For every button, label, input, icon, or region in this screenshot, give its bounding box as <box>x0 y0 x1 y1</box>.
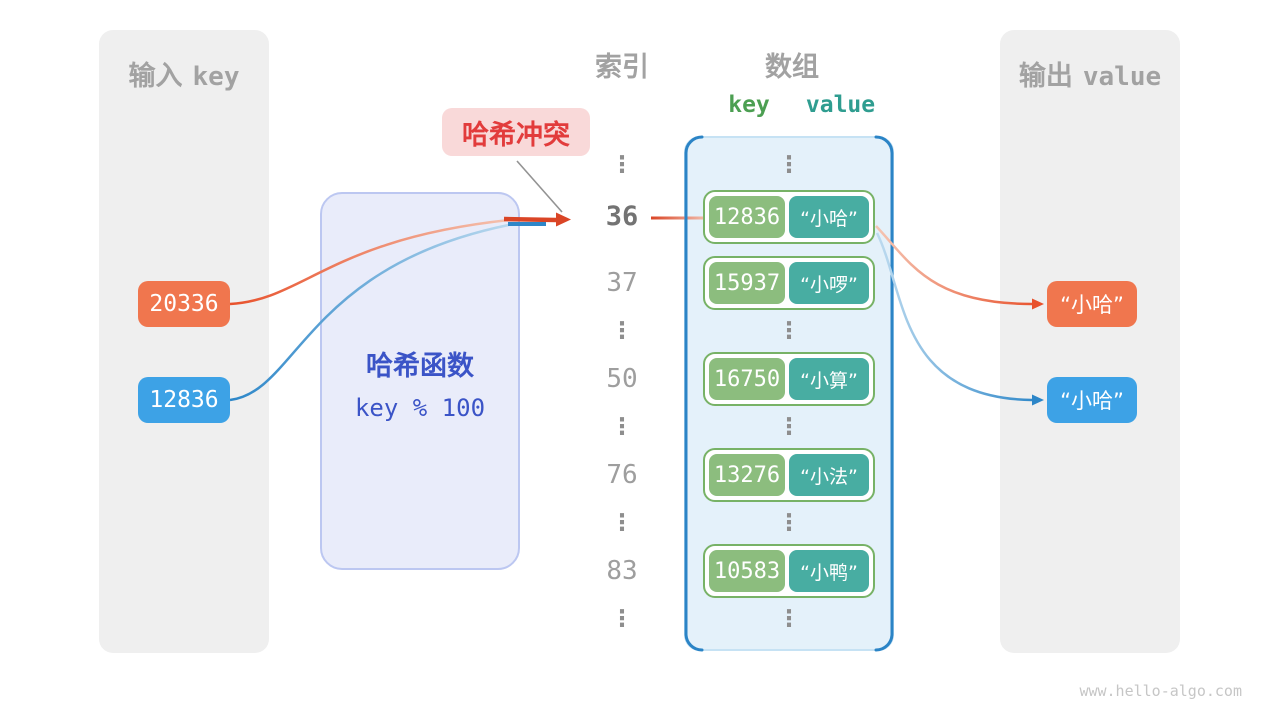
array-column-title: 数组 <box>765 52 819 83</box>
vertical-ellipsis: ⋮ <box>777 606 801 632</box>
value-header: value <box>805 92 876 118</box>
output-panel: 输出 value <box>1000 30 1180 653</box>
vertical-ellipsis: ⋮ <box>610 510 634 536</box>
hash-function-title: 哈希函数 <box>366 351 474 382</box>
output-panel-title-zh: 输出 <box>1018 61 1073 92</box>
index-37: 37 <box>606 268 638 298</box>
vertical-ellipsis: ⋮ <box>610 414 634 440</box>
entry-value: “小算” <box>789 358 869 400</box>
entry-key: 13276 <box>709 454 785 496</box>
entry-key: 16750 <box>709 358 785 400</box>
watermark: www.hello-algo.com <box>1079 682 1242 700</box>
input-panel-title: 输入 key <box>99 54 269 93</box>
index-36: 36 <box>605 201 639 232</box>
index-50: 50 <box>606 364 638 394</box>
vertical-ellipsis: ⋮ <box>777 152 801 178</box>
index-column-title: 索引 <box>595 52 649 83</box>
output-panel-title: 输出 value <box>1000 54 1180 93</box>
collision-pointer-line <box>516 160 563 213</box>
vertical-ellipsis: ⋮ <box>610 606 634 632</box>
input-key-20336: 20336 <box>138 281 230 327</box>
array-entry: 10583 “小鸭” <box>703 544 875 598</box>
output-value-blue: “小哈” <box>1047 377 1137 423</box>
vertical-ellipsis: ⋮ <box>610 318 634 344</box>
array-entry: 16750 “小算” <box>703 352 875 406</box>
vertical-ellipsis: ⋮ <box>777 318 801 344</box>
entry-value: “小哈” <box>789 196 869 238</box>
arrowhead-to-index <box>556 212 571 227</box>
vertical-ellipsis: ⋮ <box>777 414 801 440</box>
entry-value: “小鸭” <box>789 550 869 592</box>
entry-key: 15937 <box>709 262 785 304</box>
collision-badge: 哈希冲突 <box>442 108 590 156</box>
input-panel-title-zh: 输入 <box>128 61 183 92</box>
output-panel-title-en: value <box>1082 62 1162 92</box>
array-entry: 15937 “小啰” <box>703 256 875 310</box>
input-key-12836: 12836 <box>138 377 230 423</box>
index-76: 76 <box>606 460 638 490</box>
index-83: 83 <box>606 556 638 586</box>
hash-function-formula: key % 100 <box>354 394 486 422</box>
entry-key: 10583 <box>709 550 785 592</box>
hash-function-box: 哈希函数 key % 100 <box>320 192 520 570</box>
input-panel-title-en: key <box>192 62 240 92</box>
input-panel: 输入 key <box>99 30 269 653</box>
entry-value: “小法” <box>789 454 869 496</box>
entry-key: 12836 <box>709 196 785 238</box>
output-value-orange: “小哈” <box>1047 281 1137 327</box>
vertical-ellipsis: ⋮ <box>777 510 801 536</box>
entry-value: “小啰” <box>789 262 869 304</box>
array-entry: 12836 “小哈” <box>703 190 875 244</box>
array-entry: 13276 “小法” <box>703 448 875 502</box>
vertical-ellipsis: ⋮ <box>610 152 634 178</box>
key-header: key <box>728 92 770 118</box>
